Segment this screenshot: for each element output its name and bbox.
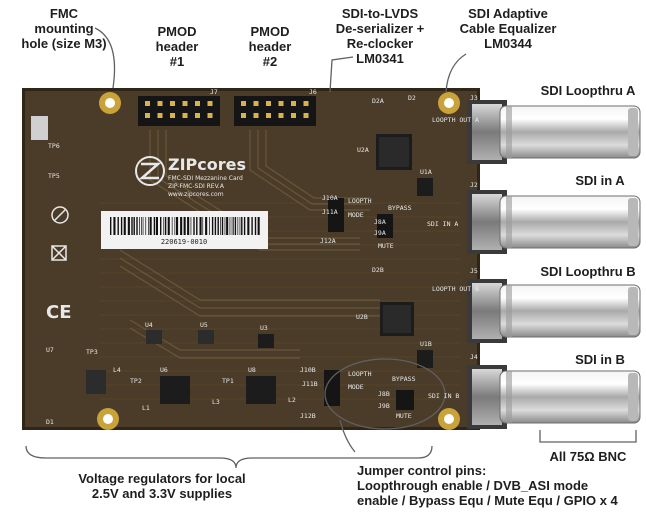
silk-loopth-out-b: LOOPTH OUT B [432, 285, 479, 293]
label-pmod-header-1: PMOD header #1 [155, 24, 199, 69]
silk-l3: L3 [212, 398, 220, 406]
part-number: ZIP-FMC-SDI REV.A [168, 183, 225, 190]
silk-l4: L4 [113, 366, 121, 374]
barcode-sticker: 220619-0010 [101, 211, 268, 249]
card-name: FMC-SDI Mezzanine Card [168, 175, 243, 182]
silk-u2b: U2B [356, 313, 368, 321]
zipcores-logo: ZIPcores FMC-SDI Mezzanine Card ZIP-FMC-… [135, 155, 246, 198]
silk-j7: J7 [210, 88, 218, 96]
silk-j4: J4 [470, 353, 478, 361]
silk-tp6: TP6 [48, 142, 60, 150]
regulator-chips [86, 330, 276, 404]
label-sdi-loopthru-a: SDI Loopthru A [540, 83, 636, 98]
silk-u2a: U2A [357, 146, 369, 154]
silk-sdi-in-a: SDI IN A [427, 220, 458, 228]
jumper-callout-ellipse [324, 358, 446, 430]
silk-j11a: J11A [322, 208, 338, 216]
pmod-header-1 [138, 96, 220, 126]
silk-mute: MUTE [378, 242, 394, 250]
label-voltage-regulators: Voltage regulators for local 2.5V and 3.… [78, 471, 246, 501]
logo-text: ZIPcores [168, 155, 246, 174]
silk-u6: U6 [160, 366, 168, 374]
leader-lines [25, 27, 637, 469]
bnc-sdi-loopthru-a [467, 100, 641, 164]
silk-u8: U8 [248, 366, 256, 374]
silk-j3: J3 [470, 94, 478, 102]
mounting-hole [97, 92, 460, 430]
label-sdi-loopthru-b: SDI Loopthru B [540, 264, 636, 279]
silk-j11b: J11B [302, 380, 318, 388]
label-sdi-in-b: SDI in B [575, 352, 625, 367]
bnc-sdi-in-a [467, 190, 641, 254]
silk-sdi-in-b: SDI IN B [428, 392, 459, 400]
silk-j2: J2 [470, 181, 478, 189]
barcode-number: 220619-0010 [161, 238, 207, 246]
label-pmod-header-2: PMOD header #2 [248, 24, 292, 69]
silk-j12a: J12A [320, 237, 336, 245]
silk-u5: U5 [200, 321, 208, 329]
label-all-75-ohm-bnc: All 75Ω BNC [549, 449, 627, 464]
silk-u1a: U1A [420, 168, 432, 176]
silk-u3: U3 [260, 324, 268, 332]
pmod-header-2 [234, 96, 316, 126]
silk-bypass: BYPASS [392, 375, 416, 383]
silk-j5: J5 [470, 267, 478, 275]
silk-l2: L2 [288, 396, 296, 404]
silk-j10a: J10A [322, 194, 338, 202]
silk-mute: MUTE [396, 412, 412, 420]
silk-l1: L1 [142, 404, 150, 412]
silk-tp5: TP5 [48, 172, 60, 180]
label-fmc-mounting-hole: FMC mounting hole (size M3) [21, 6, 107, 51]
silk-j12b: J12B [300, 412, 316, 420]
silk-d2: D2 [408, 94, 416, 102]
silk-j10b: J10B [300, 366, 316, 374]
website: www.zipcores.com [168, 191, 224, 198]
chip-u1a [417, 178, 433, 196]
chip-u2b [380, 302, 414, 336]
silk-mode: MODE [348, 211, 364, 219]
ce-mark: CE [46, 302, 72, 323]
label-sdi-cable-equalizer: SDI Adaptive Cable Equalizer LM0344 [459, 6, 557, 51]
silk-j9b: J9B [378, 402, 390, 410]
jumper-headers-a [328, 198, 393, 238]
label-sdi-in-a: SDI in A [575, 173, 625, 188]
silk-j6: J6 [309, 88, 317, 96]
silk-tp3: TP3 [86, 348, 98, 356]
silk-u4: U4 [145, 321, 153, 329]
silk-tp2: TP2 [130, 377, 142, 385]
silk-u1b: U1B [420, 340, 432, 348]
chip-u2a [376, 134, 412, 170]
jumper-headers-b [324, 370, 414, 410]
silk-loopth: LOOPTH [348, 370, 372, 378]
label-sdi-to-lvds: SDI-to-LVDS De-serializer + Re-clocker L… [335, 6, 425, 66]
silk-bypass: BYPASS [388, 204, 412, 212]
silk-loopth-out-a: LOOPTH OUT A [432, 116, 479, 124]
chip-u1b [417, 350, 433, 368]
silk-loopth: LOOPTH [348, 197, 372, 205]
silk-j9a: J9A [374, 229, 386, 237]
bnc-sdi-in-b [467, 365, 641, 429]
bnc-sdi-loopthru-b [467, 279, 641, 343]
silk-d1: D1 [46, 418, 54, 426]
label-jumper-control-pins: Jumper control pins: Loopthrough enable … [357, 463, 618, 508]
silk-j8b: J8B [378, 390, 390, 398]
silk-d2b: D2B [372, 266, 384, 274]
silk-u7: U7 [46, 346, 54, 354]
compliance-icons [51, 206, 69, 261]
silk-j8a: J8A [374, 218, 386, 226]
silk-d2a: D2A [372, 97, 384, 105]
silk-tp1: TP1 [222, 377, 234, 385]
silk-mode: MODE [348, 383, 364, 391]
